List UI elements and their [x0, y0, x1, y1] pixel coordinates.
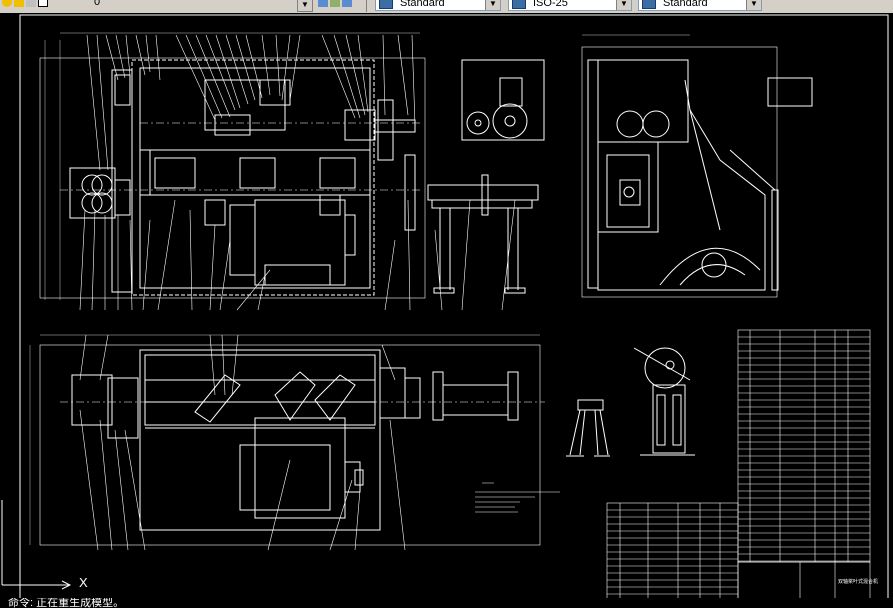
- top-view: [29, 334, 545, 546]
- dim-style-icon: [512, 0, 526, 9]
- layer-manager-icon[interactable]: [318, 0, 328, 7]
- dim-style-select[interactable]: ISO-25 ▼: [508, 0, 632, 11]
- bom-rows: [738, 336, 870, 562]
- dim-style-value: ISO-25: [533, 0, 568, 9]
- text-style-select[interactable]: Standard ▼: [375, 0, 501, 11]
- layer-previous-icon[interactable]: [330, 0, 340, 7]
- bom-rows-lower: [607, 509, 738, 595]
- text-style-value: Standard: [400, 0, 445, 9]
- drawing-frame: [19, 14, 889, 606]
- layer-toolbar-icons: [2, 0, 48, 9]
- front-view-leaders: [79, 34, 516, 311]
- ucs-icon: [1, 500, 72, 590]
- ucs-x-label: X: [79, 575, 88, 590]
- bom-table: [606, 329, 871, 601]
- layer-on-icon[interactable]: [2, 0, 12, 7]
- front-view: [39, 32, 539, 300]
- table-style-value: Standard: [663, 0, 708, 9]
- side-view: [581, 34, 813, 298]
- technical-notes: [475, 482, 560, 513]
- stand-detail: [566, 399, 610, 457]
- cad-drawing[interactable]: 双轴桨叶式混合机: [0, 13, 893, 606]
- text-style-icon: [379, 0, 393, 9]
- layer-dropdown-arrow[interactable]: ▼: [297, 0, 313, 12]
- layer-lock-icon[interactable]: [26, 0, 36, 7]
- layer-tools-icons: [318, 0, 352, 9]
- layer-name-value[interactable]: 0: [94, 0, 101, 8]
- text-style-dropdown-arrow[interactable]: ▼: [485, 0, 500, 10]
- top-view-leaders: [79, 334, 406, 551]
- command-line[interactable]: 命令: 正在重生成模型。: [0, 598, 893, 608]
- table-style-select[interactable]: Standard ▼: [638, 0, 762, 11]
- bracket-detail: [633, 347, 695, 456]
- table-style-icon: [642, 0, 656, 9]
- title-block-text: 双轴桨叶式混合机: [838, 578, 878, 585]
- command-line-text: 命令: 正在重生成模型。: [8, 598, 125, 608]
- gear-detail: [461, 59, 545, 141]
- layer-freeze-icon[interactable]: [14, 0, 24, 7]
- drawing-canvas[interactable]: 双轴桨叶式混合机: [0, 13, 893, 606]
- layer-states-icon[interactable]: [342, 0, 352, 7]
- toolbar: 0 ▼ Standard ▼ ISO-25 ▼ Standard ▼: [0, 0, 893, 14]
- dim-style-dropdown-arrow[interactable]: ▼: [616, 0, 631, 10]
- layer-color-icon[interactable]: [38, 0, 48, 7]
- table-style-dropdown-arrow[interactable]: ▼: [746, 0, 761, 10]
